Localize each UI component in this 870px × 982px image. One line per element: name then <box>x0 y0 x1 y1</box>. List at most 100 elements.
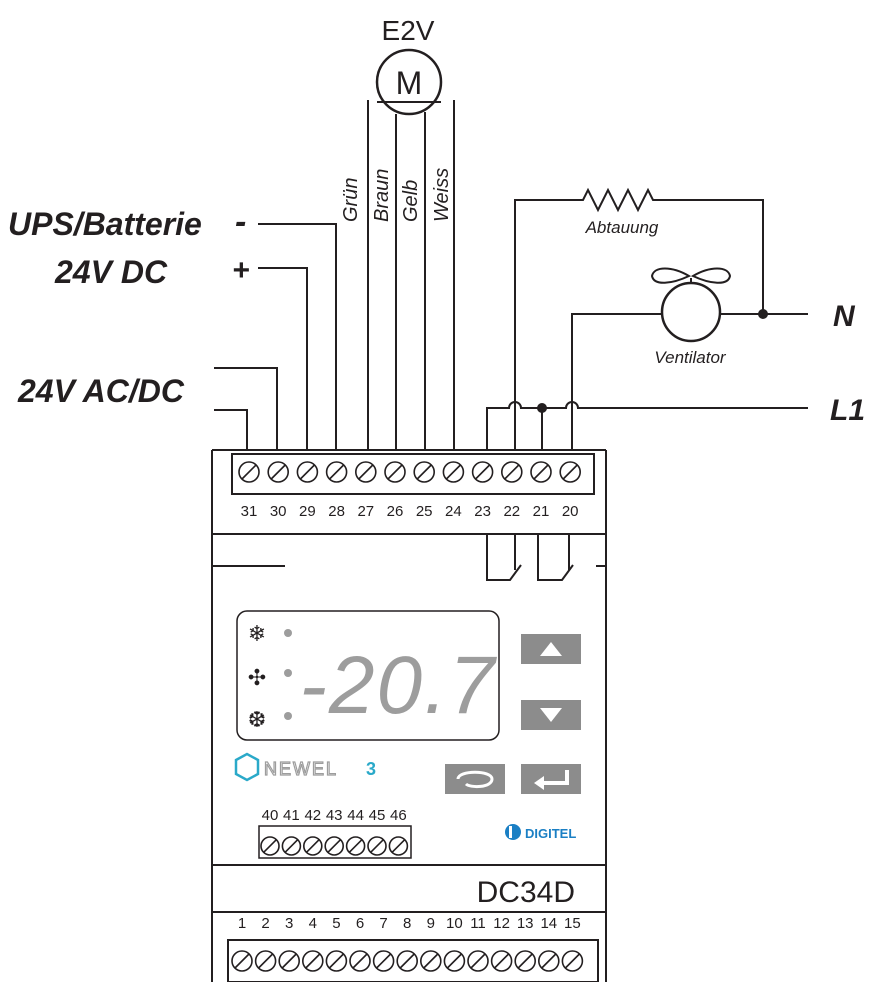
top-screw-29 <box>296 461 319 483</box>
newel-version: 3 <box>366 759 376 779</box>
wire-fan-feed <box>571 313 662 450</box>
digitel-logo: DIGITEL <box>505 824 576 841</box>
fan-led <box>284 669 292 677</box>
aux-screw-45 <box>367 836 387 856</box>
top-screw-23 <box>471 461 494 483</box>
aux-terminal-number: 42 <box>304 807 321 824</box>
top-terminal-number: 20 <box>562 503 579 520</box>
bottom-terminal-number: 14 <box>540 915 557 932</box>
bottom-terminal-number: 15 <box>564 915 581 932</box>
fan-symbol <box>650 267 732 343</box>
aux-terminal-number: 40 <box>262 807 279 824</box>
fan-icon: ✣ <box>248 665 266 690</box>
cooling-led <box>284 712 292 720</box>
defrost-icon: ❄ <box>248 621 266 646</box>
aux-terminal-number: 43 <box>326 807 343 824</box>
relay-contact-1 <box>486 534 522 581</box>
minus-sign: - <box>235 203 246 241</box>
bottom-terminal-number: 10 <box>446 915 463 932</box>
display-panel <box>236 610 500 741</box>
motor-title: E2V <box>382 15 435 46</box>
wire-line-l1 <box>486 401 808 450</box>
wire-acdc-2 <box>214 409 248 450</box>
bottom-terminal-number: 5 <box>332 915 340 932</box>
neutral-label: N <box>833 300 856 333</box>
up-button[interactable] <box>521 634 581 664</box>
aux-screw-46 <box>388 836 409 856</box>
down-button[interactable] <box>521 700 581 730</box>
acdc-label: 24V AC/DC <box>17 373 185 409</box>
top-screw-25 <box>413 461 436 483</box>
down-arrow-icon <box>540 708 562 722</box>
cycle-button[interactable] <box>445 764 505 794</box>
top-terminal-number: 31 <box>241 503 258 520</box>
fan-motor-circle <box>660 281 722 343</box>
bottom-screw-13 <box>514 950 537 972</box>
top-screw-24 <box>442 461 465 483</box>
top-screw-27 <box>354 461 377 483</box>
bottom-screw-12 <box>490 950 513 972</box>
fan-label: Ventilator <box>654 348 727 367</box>
wire-acdc-1 <box>214 367 278 450</box>
top-terminal-number: 22 <box>503 503 520 520</box>
top-terminal-number: 21 <box>533 503 550 520</box>
aux-terminal-number: 44 <box>347 807 364 824</box>
aux-screw-43 <box>324 836 345 856</box>
bottom-screw-1 <box>231 950 253 972</box>
top-screw-22 <box>500 461 523 483</box>
motor-symbol: M <box>396 65 423 101</box>
aux-screw-41 <box>281 836 302 856</box>
plus-sign: + <box>232 254 250 287</box>
wire-defrost-heater <box>514 187 764 450</box>
bottom-screw-10 <box>443 950 466 972</box>
top-terminal-number: 29 <box>299 503 316 520</box>
model-label: DC34D <box>477 876 575 909</box>
bottom-screw-14 <box>537 950 560 972</box>
top-terminal-number: 27 <box>357 503 374 520</box>
top-terminal-number: 26 <box>387 503 404 520</box>
fan-blades <box>650 267 732 284</box>
relay-contact-2 <box>537 534 574 581</box>
newel-cube-icon <box>234 752 260 782</box>
bottom-terminal-number: 1 <box>238 915 246 932</box>
bottom-terminal-number: 7 <box>379 915 387 932</box>
bottom-screw-8 <box>396 950 419 972</box>
bottom-terminal-number: 6 <box>356 915 364 932</box>
defrost-led <box>284 629 292 637</box>
enter-icon <box>538 770 569 785</box>
bottom-screw-6 <box>349 950 371 972</box>
wire-battery-minus <box>258 223 337 450</box>
aux-terminal-number: 45 <box>369 807 386 824</box>
digitel-mark-icon <box>505 824 521 840</box>
neutral-junction <box>758 309 768 319</box>
enter-button[interactable] <box>521 764 581 794</box>
bottom-terminal-number: 12 <box>493 915 510 932</box>
top-terminal-number: 28 <box>328 503 345 520</box>
aux-terminal-number: 41 <box>283 807 300 824</box>
bottom-terminal-number: 8 <box>403 915 411 932</box>
wire-label-braun: Braun <box>371 169 393 222</box>
temperature-readout: -20.7 <box>300 640 498 731</box>
bottom-screw-5 <box>325 950 348 972</box>
bottom-terminal-number: 4 <box>309 915 317 932</box>
wire-label-gruen: Grün <box>340 178 362 222</box>
top-terminal-number: 25 <box>416 503 433 520</box>
top-screw-28 <box>325 461 348 483</box>
aux-screw-44 <box>345 836 366 856</box>
aux-terminal-number: 46 <box>390 807 407 824</box>
bottom-screw-3 <box>278 950 301 972</box>
top-terminal-number: 24 <box>445 503 462 520</box>
ups-label: UPS/Batterie <box>8 206 202 242</box>
line-label: L1 <box>830 394 865 427</box>
top-screw-21 <box>530 461 552 483</box>
defrost-label: Abtauung <box>585 218 659 237</box>
cooling-icon: ❆ <box>248 707 266 732</box>
bottom-screw-11 <box>467 950 489 972</box>
bottom-terminal-number: 2 <box>261 915 269 932</box>
top-screw-30 <box>267 461 290 483</box>
top-screw-31 <box>238 461 260 483</box>
motor: E2V M <box>367 15 455 450</box>
bottom-terminal-number: 3 <box>285 915 293 932</box>
bottom-screw-2 <box>254 950 277 972</box>
